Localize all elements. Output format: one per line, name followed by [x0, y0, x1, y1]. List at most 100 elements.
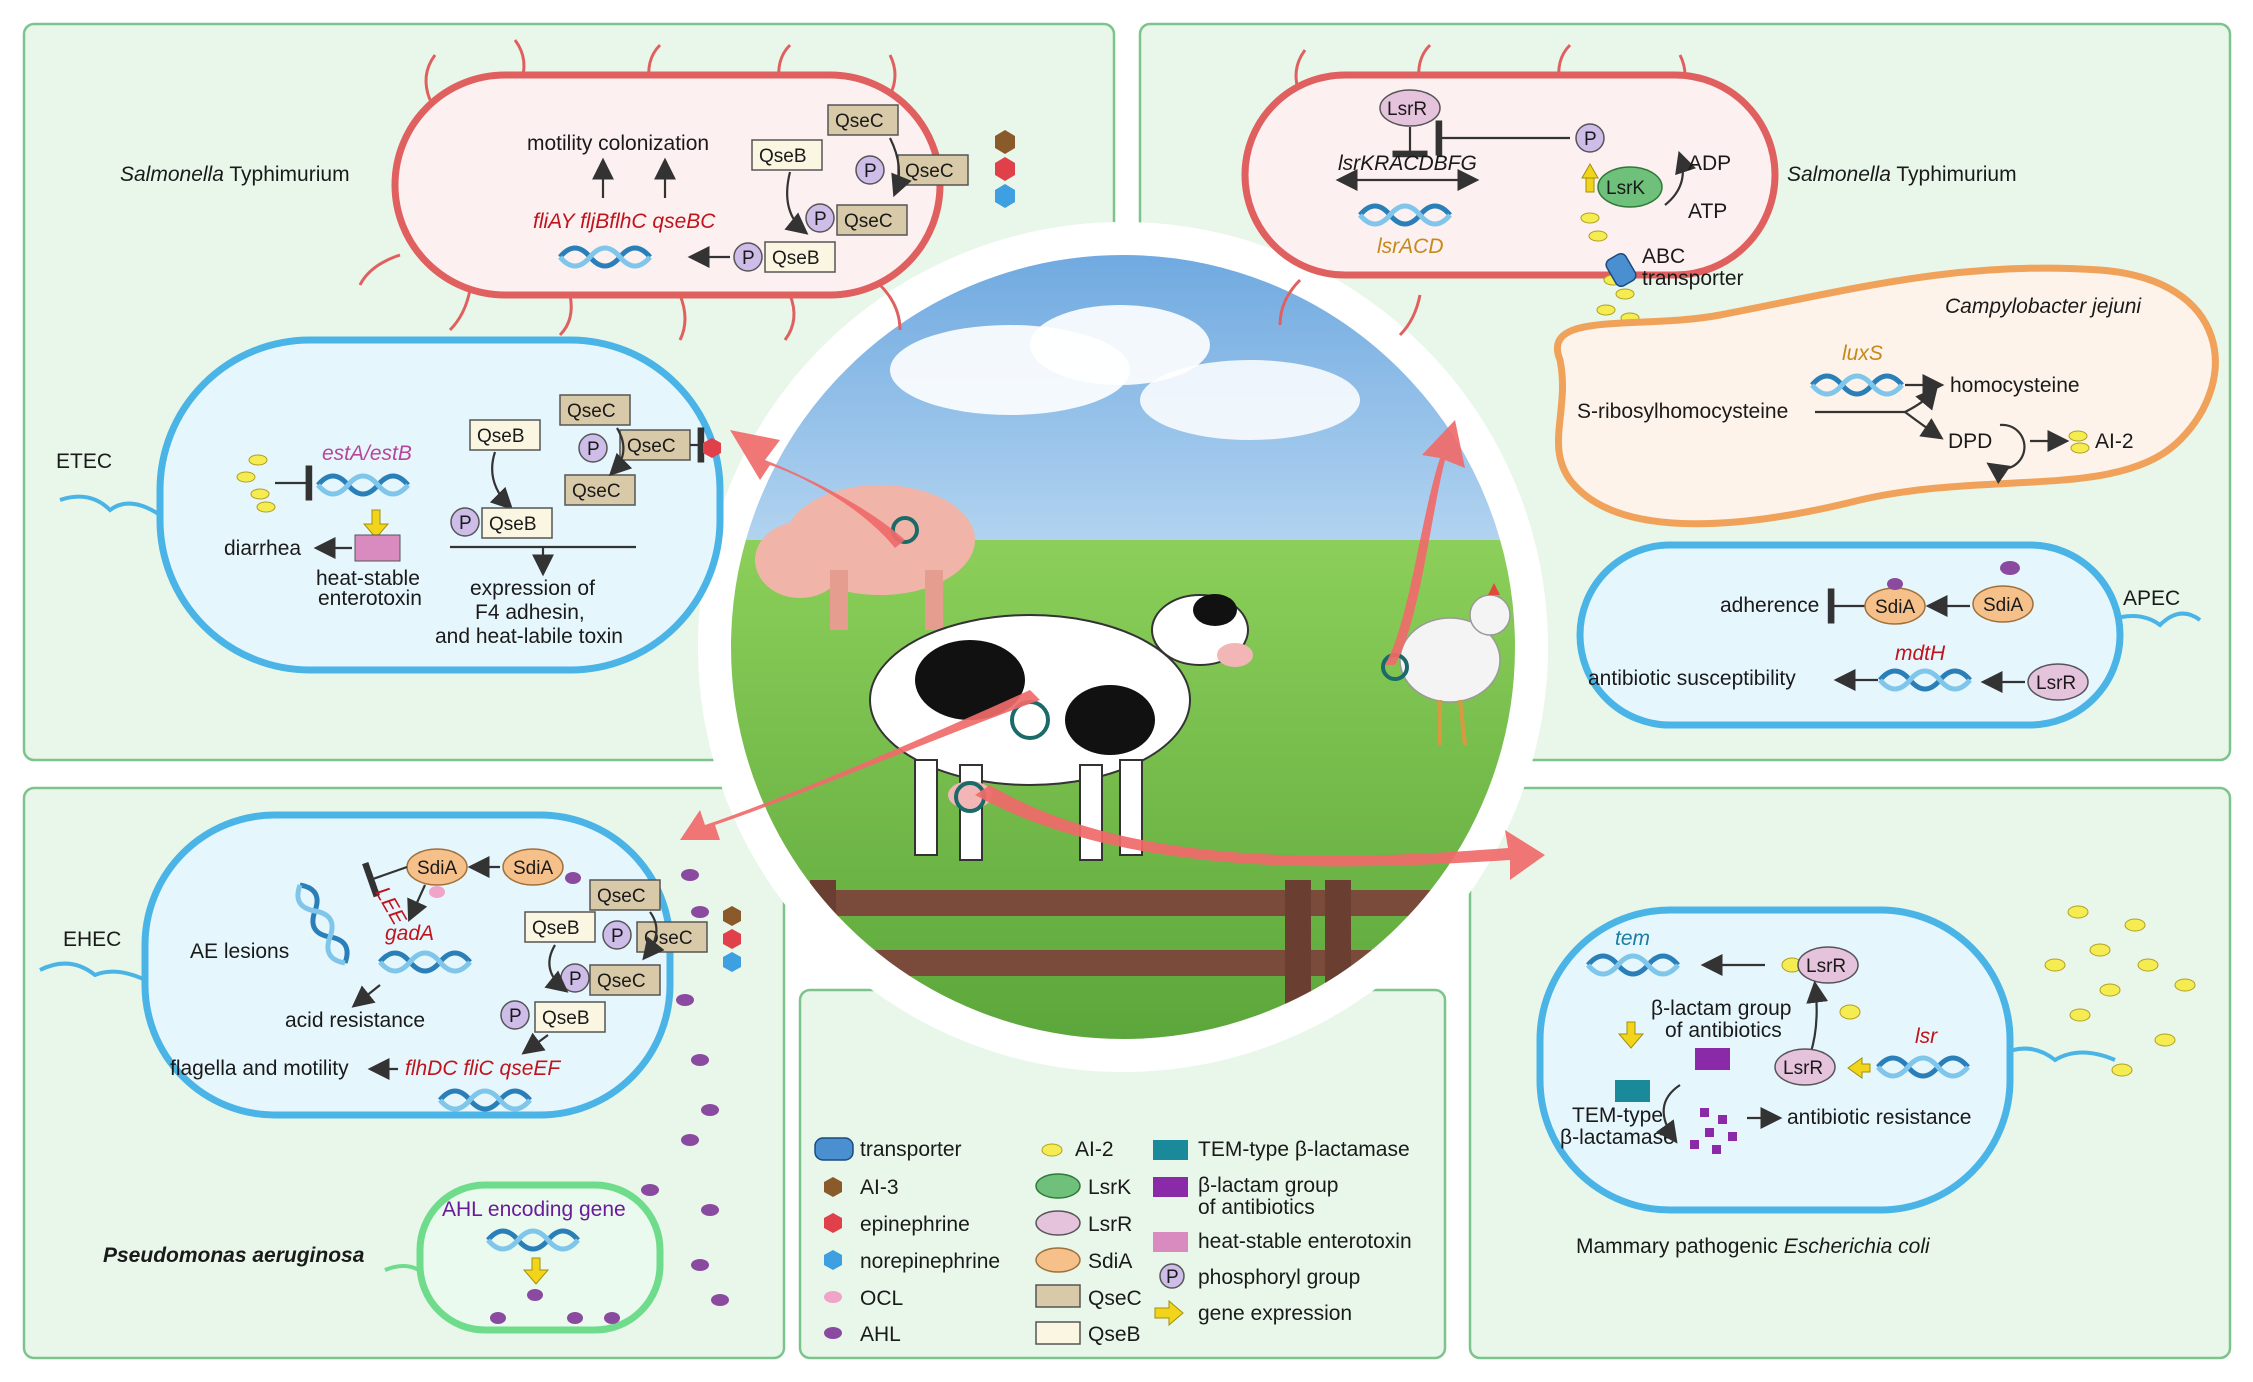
qsec-box — [589, 964, 661, 996]
homocysteine-label: homocysteine — [1950, 374, 2080, 397]
phosphoryl-icon — [805, 203, 835, 233]
phosphoryl-label: P — [1166, 1267, 1179, 1288]
transporter-icon — [814, 1137, 854, 1161]
expression-label: and heat-labile toxin — [435, 625, 623, 648]
ocl-icon — [824, 1291, 842, 1303]
phosphoryl-icon — [733, 242, 763, 272]
ai2-molecules — [2044, 905, 2196, 1077]
ai2-icon — [2070, 442, 2090, 454]
gene-expression-arrow-icon — [1847, 1057, 1871, 1079]
flagellum-icon — [59, 494, 162, 517]
adp-label: ADP — [1688, 152, 1731, 175]
dpd-label: DPD — [1948, 430, 1992, 453]
etec-cell — [156, 336, 724, 674]
blactam-label: β-lactam group — [1651, 997, 1791, 1020]
epinephrine-icon — [723, 929, 741, 949]
phosphoryl-label: P — [814, 209, 827, 230]
gene-expression-arrow-icon — [1617, 1021, 1645, 1049]
qseb-icon — [1035, 1321, 1081, 1345]
expression-label: expression of — [470, 577, 595, 600]
expression-label: F4 adhesin, — [475, 601, 585, 624]
chicken-illustration — [1381, 583, 1511, 746]
farm-scene — [728, 252, 1518, 1042]
phosphoryl-icon — [855, 155, 885, 185]
ai2-molecules — [236, 454, 276, 513]
legend-label: QseB — [1088, 1323, 1141, 1346]
qsec-label: QseC — [572, 481, 621, 502]
qsec-label: QseC — [567, 401, 616, 422]
lsr-operon-label: lsrKRACDBFG — [1338, 152, 1477, 175]
acid-resistance-label: acid resistance — [285, 1009, 425, 1032]
epinephrine-icon — [995, 157, 1015, 181]
esta-estb-label: estA/estB — [322, 442, 412, 465]
heat-stable-enterotoxin-icon — [1153, 1232, 1188, 1252]
phosphoryl-label: P — [611, 926, 624, 947]
salmonella-left-genes: fliAY fljBflhC qseBC — [533, 210, 716, 233]
luxs-label: luxS — [1842, 342, 1883, 365]
ahl-icon — [565, 872, 581, 884]
qseb-box — [481, 507, 553, 539]
norepinephrine-icon — [995, 184, 1015, 208]
legend-label: β-lactam group — [1198, 1174, 1338, 1197]
ahl-icon — [824, 1327, 842, 1339]
ocl-icon — [429, 886, 445, 898]
lsrr-icon — [1035, 1210, 1081, 1236]
qsec-icon — [1035, 1284, 1081, 1308]
legend-label: AI-2 — [1075, 1138, 1114, 1161]
phosphoryl-label: P — [864, 161, 877, 182]
sdia-label: SdiA — [417, 858, 457, 879]
qsec-box — [564, 474, 636, 506]
lsrr-icon — [2027, 663, 2089, 701]
antibiotic-resistance-label: antibiotic resistance — [1787, 1106, 1971, 1129]
tem-label: tem — [1615, 927, 1650, 950]
phosphoryl-icon — [500, 1000, 530, 1030]
phosphoryl-icon — [450, 507, 480, 537]
qseb-box — [764, 241, 836, 273]
qseb-label: QseB — [532, 918, 580, 939]
phosphoryl-icon — [1575, 123, 1605, 153]
substrate-label: S-ribosylhomocysteine — [1577, 400, 1788, 423]
lsrk-label: LsrK — [1606, 178, 1645, 199]
tem-type-label: β-lactamase — [1560, 1126, 1675, 1149]
flagellum-icon — [1999, 1046, 2116, 1063]
toxin-label: enterotoxin — [318, 587, 422, 610]
qseb-label: QseB — [489, 514, 537, 535]
phosphoryl-label: P — [742, 248, 755, 269]
legend-label: AI-3 — [860, 1176, 899, 1199]
toxin-label: heat-stable — [316, 567, 420, 590]
ai2-label: AI-2 — [2095, 430, 2134, 453]
legend-label: LsrK — [1088, 1176, 1131, 1199]
legend-label: heat-stable enterotoxin — [1198, 1230, 1412, 1253]
qseb-label: QseB — [477, 426, 525, 447]
sdia-icon — [1972, 585, 2034, 623]
diarrhea-label: diarrhea — [224, 537, 301, 560]
qsec-box — [559, 394, 631, 426]
norepinephrine-icon — [824, 1250, 842, 1270]
legend-label: TEM-type β-lactamase — [1198, 1138, 1410, 1161]
transmission-arrows — [680, 420, 1545, 880]
ehec-title: EHEC — [63, 928, 121, 951]
lsrk-icon — [1035, 1173, 1081, 1199]
qsec-box — [589, 879, 661, 911]
qseb-box — [534, 1001, 606, 1033]
gene-expression-arrow-icon — [1581, 162, 1599, 193]
legend-label: transporter — [860, 1138, 962, 1161]
legend-label: LsrR — [1088, 1213, 1132, 1236]
lsrr-icon — [1774, 1048, 1836, 1086]
gada-label: gadA — [385, 922, 434, 945]
lsrk-icon — [1597, 166, 1663, 208]
cleaved-antibiotic-icons — [1690, 1108, 1737, 1154]
mammary-ecoli-cell — [1536, 906, 2014, 1214]
epinephrine-icon — [703, 438, 721, 458]
phosphoryl-icon — [578, 433, 608, 463]
blactam-antibiotic-icon — [1695, 1048, 1730, 1070]
apec-cell — [1576, 541, 2124, 729]
flagellum-icon — [39, 961, 156, 987]
phosphoryl-label: P — [509, 1006, 522, 1027]
qseb-label: QseB — [542, 1008, 590, 1029]
qsec-label: QseC — [597, 886, 646, 907]
salmonella-left-outputs: motility colonization — [527, 132, 709, 155]
phosphoryl-label: P — [587, 439, 600, 460]
ahl-gene-label: AHL encoding gene — [442, 1198, 626, 1221]
